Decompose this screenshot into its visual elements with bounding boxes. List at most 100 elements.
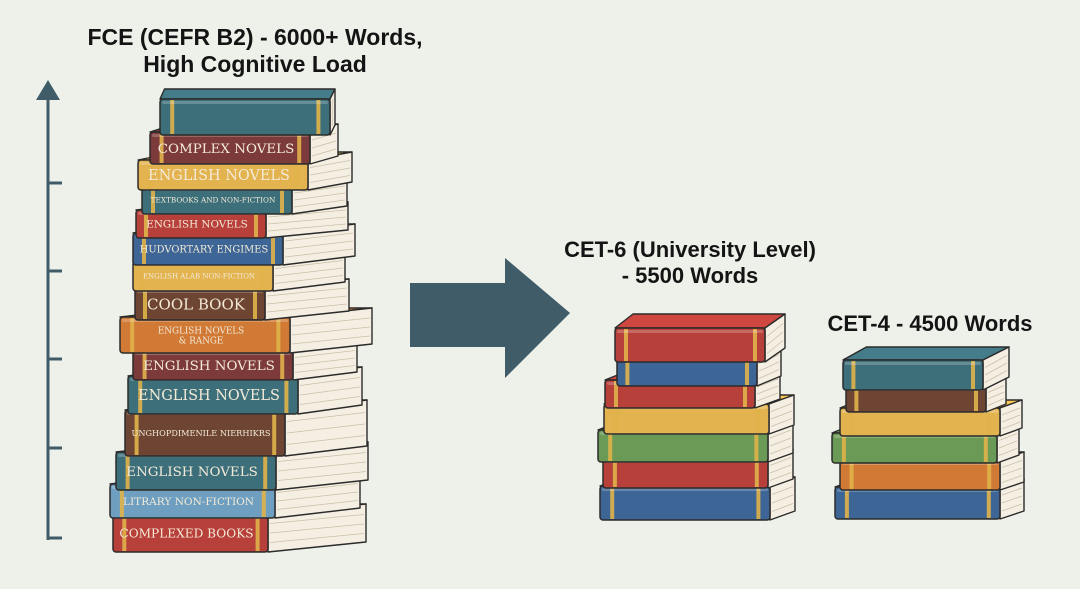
spine-band [753, 329, 757, 361]
spine-band [745, 357, 749, 385]
book-spine-title: ENGLISH NOVELS [148, 168, 290, 184]
page-line [987, 398, 1005, 406]
page-line [274, 275, 344, 284]
spine-band [280, 187, 284, 213]
spine-band [756, 487, 761, 519]
book-spine-title: UNGHOPDIMENILE NIERHIKRS [131, 428, 270, 438]
spine-band [125, 453, 130, 489]
spine-band [261, 485, 266, 517]
page-line [274, 267, 344, 277]
page-line [293, 192, 346, 201]
page-line [758, 361, 780, 372]
page-line [766, 340, 784, 354]
cet4-label-text: CET-4 - 4500 Words [827, 311, 1033, 336]
page-line [286, 423, 366, 434]
page-line [1001, 460, 1023, 468]
page-line [1001, 467, 1023, 476]
page-line [771, 494, 794, 504]
page-line [294, 357, 356, 366]
book-spine-title: COMPLEXED BOOKS [119, 526, 253, 540]
page-line [267, 216, 347, 225]
page-line [766, 323, 784, 337]
spine-band [130, 318, 135, 352]
axis-arrow-head [36, 80, 60, 100]
page-line [267, 209, 347, 218]
page-line [770, 418, 793, 427]
spine-band [142, 351, 147, 379]
spine-band [294, 161, 299, 189]
book [614, 313, 786, 363]
page-line [266, 303, 348, 313]
spine-band [987, 409, 992, 435]
page-line [770, 403, 793, 412]
spine-band [276, 318, 281, 352]
spine-band [624, 329, 628, 361]
fce-label: FCE (CEFR B2) - 6000+ Words, High Cognit… [60, 24, 450, 78]
page-line [309, 175, 351, 183]
spine-band [849, 409, 854, 435]
spine-band [755, 405, 760, 433]
spine-band [608, 431, 613, 461]
page-line [274, 260, 344, 269]
book-spine-title: ENGLISH ALAB NON-FICTION [143, 273, 255, 281]
page-line [299, 386, 361, 396]
spine-highlight [845, 362, 981, 365]
page-line [266, 287, 348, 297]
spine-band [143, 289, 147, 319]
page-line [311, 132, 337, 141]
spine-highlight [162, 101, 328, 104]
page-line [769, 437, 792, 447]
cet6-label-line-2: - 5500 Words [621, 262, 759, 288]
arrow-shape [410, 258, 570, 378]
page-line [266, 295, 348, 305]
page-line [309, 160, 351, 168]
spine-band [263, 453, 268, 489]
spine-band [754, 459, 759, 487]
page-line [277, 471, 367, 481]
page-line [756, 385, 779, 395]
page-line [291, 335, 371, 345]
spine-band [625, 357, 630, 385]
page-line [756, 378, 779, 388]
spine-band [134, 411, 139, 455]
book [159, 88, 336, 136]
spine-band [613, 405, 618, 433]
fce-label-line-2: High Cognitive Load [143, 50, 367, 77]
page-line [277, 452, 367, 462]
page-line [769, 457, 792, 466]
spine-band [297, 133, 302, 163]
right-arrow-icon [410, 258, 570, 378]
page-line [984, 362, 1008, 376]
page-line [987, 391, 1005, 400]
spine-band [987, 461, 992, 489]
spine-band [138, 377, 143, 413]
spine-band [144, 211, 148, 237]
page-line [286, 412, 366, 422]
spine-band [151, 187, 155, 213]
book-top-cover [614, 313, 786, 329]
spine-band [844, 488, 849, 518]
page-line [311, 140, 337, 149]
vertical-arrow-axis-icon [36, 80, 62, 540]
spine-band [743, 381, 747, 407]
page-line [998, 433, 1018, 441]
page-line [756, 392, 779, 402]
spine-band [272, 411, 277, 455]
page-line [771, 503, 794, 512]
page-line [269, 533, 365, 543]
cet6-book-stack [597, 313, 796, 521]
spine-band [280, 351, 285, 379]
spine-band [754, 431, 759, 461]
book-spine-title: HUDVORTARY ENGIMES [140, 245, 269, 256]
book-spine-title: TEXTBOOKS AND NON-FICTION [151, 196, 276, 205]
cet4-book-stack [831, 346, 1025, 520]
page-line [331, 107, 334, 118]
page-line [294, 365, 356, 373]
page-line [766, 331, 784, 346]
page-line [291, 317, 371, 327]
book-spine-title: COMPLEX NOVELS [158, 142, 295, 157]
spine-band [148, 161, 153, 189]
spine-band [854, 387, 859, 411]
page-line [299, 377, 361, 386]
spine-band [261, 262, 265, 290]
